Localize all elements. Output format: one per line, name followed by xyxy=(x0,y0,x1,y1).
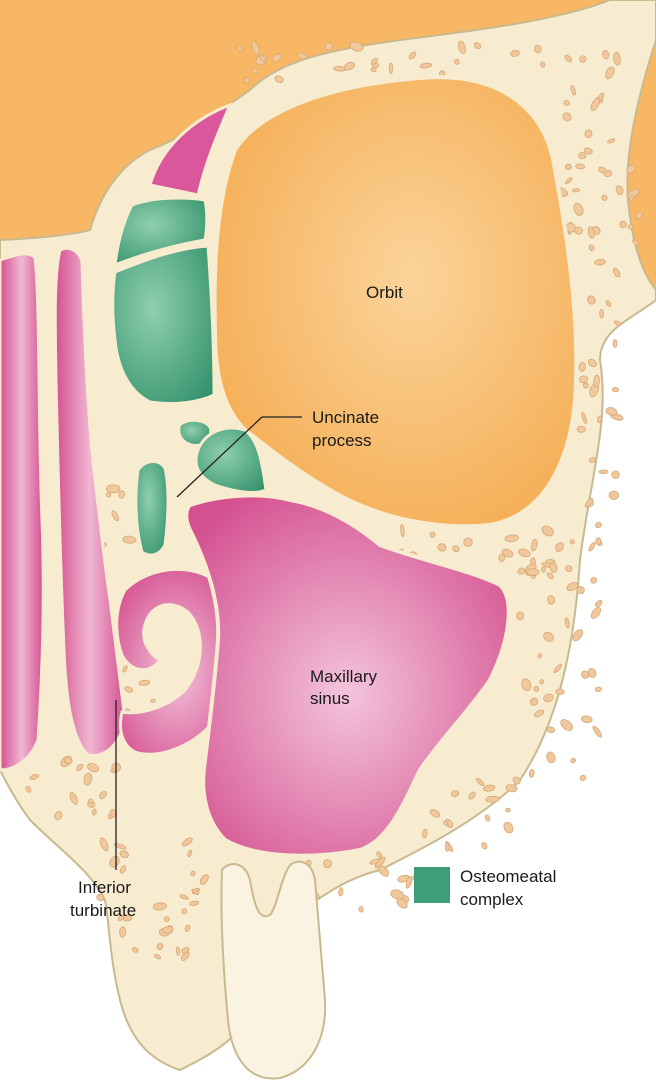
bone-spicule xyxy=(151,699,156,702)
bone-spicule xyxy=(612,387,619,392)
bone-spicule xyxy=(575,164,584,170)
bone-spicule xyxy=(481,842,489,850)
bone-spicule xyxy=(502,821,515,835)
bone-spicule xyxy=(546,751,557,764)
bone-spicule xyxy=(244,77,250,83)
bone-spicule xyxy=(389,63,392,74)
bone-spicule xyxy=(540,62,545,68)
bone-spicule xyxy=(106,485,120,493)
bone-spicule xyxy=(539,679,544,684)
bone-spicule xyxy=(358,906,363,913)
bone-spicule xyxy=(454,59,459,65)
bone-spicule xyxy=(579,152,587,159)
bone-spicule xyxy=(592,725,603,738)
bone-spicule xyxy=(564,100,570,105)
bone-spicule xyxy=(529,769,535,778)
bone-spicule xyxy=(565,164,572,170)
inferior-turbinate-label-line2: turbinate xyxy=(70,901,136,920)
bone-spicule xyxy=(593,375,599,387)
bone-spicule xyxy=(590,577,597,584)
bone-spicule xyxy=(594,599,603,608)
bone-spicule xyxy=(595,687,602,692)
maxillary-label-line1: Maxillary xyxy=(310,667,378,686)
bone-spicule xyxy=(580,775,587,781)
bone-spicule xyxy=(559,717,575,732)
bone-spicule xyxy=(445,843,450,852)
bone-spicule xyxy=(609,491,619,500)
bone-spicule xyxy=(581,715,593,723)
bone-spicule xyxy=(505,808,510,813)
bone-spicule xyxy=(588,541,597,551)
bone-spicule xyxy=(484,814,491,822)
bone-spicule xyxy=(556,689,565,695)
uncinate-label-line1: Uncinate xyxy=(312,408,379,427)
nasal-septum-mucosa xyxy=(0,254,43,770)
bone-spicule xyxy=(612,471,620,479)
bone-spicule xyxy=(579,362,586,372)
legend-label-line1: Osteomeatal xyxy=(460,867,556,886)
middle-turbinate-green xyxy=(136,461,168,555)
bone-spicule xyxy=(629,195,633,200)
bone-spicule xyxy=(338,887,343,896)
bone-spicule xyxy=(595,522,602,528)
inferior-turbinate-label-line1: Inferior xyxy=(78,878,131,897)
bone-spicule xyxy=(596,538,601,545)
bone-spicule xyxy=(546,726,555,733)
bone-spicule xyxy=(485,796,499,803)
bone-spicule xyxy=(533,686,539,692)
legend-swatch xyxy=(414,867,450,903)
bone-spicule xyxy=(589,606,602,620)
legend-label-line2: complex xyxy=(460,890,524,909)
uncinate-label-line2: process xyxy=(312,431,372,450)
bone-spicule xyxy=(599,470,608,474)
bone-spicule xyxy=(119,927,126,938)
bone-spicule xyxy=(570,757,577,763)
maxillary-label-line2: sinus xyxy=(310,689,350,708)
bone-spicule xyxy=(577,426,586,433)
bone-spicule xyxy=(613,339,617,347)
bone-spicule xyxy=(599,309,603,318)
orbit-label: Orbit xyxy=(366,283,403,302)
bone-spicule xyxy=(628,225,634,230)
ethmoid-cell-middle xyxy=(113,246,214,404)
bone-spicule xyxy=(527,568,539,575)
bone-spicule xyxy=(516,612,524,620)
